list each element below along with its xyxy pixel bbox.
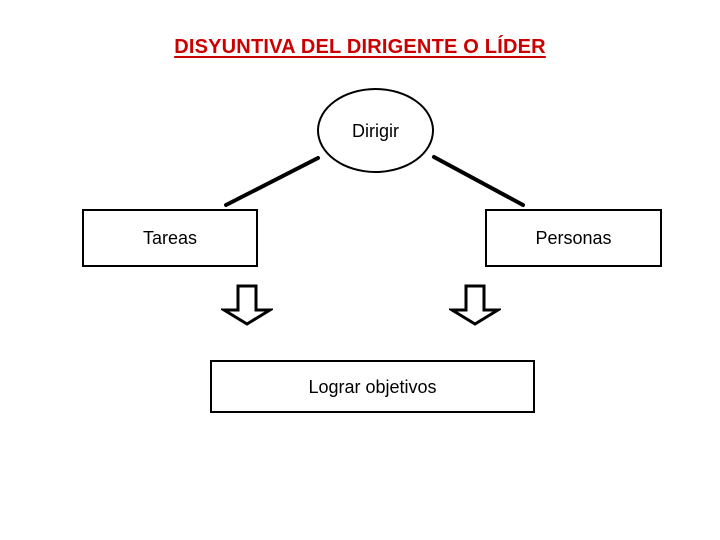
node-dirigir-label: Dirigir bbox=[352, 120, 399, 141]
page-title-text: DISYUNTIVA DEL DIRIGENTE O LÍDER bbox=[174, 36, 546, 58]
node-dirigir[interactable]: Dirigir bbox=[317, 88, 434, 173]
connector-dirigir-to-tareas bbox=[224, 156, 320, 207]
page-title: DISYUNTIVA DEL DIRIGENTE O LÍDER bbox=[0, 36, 720, 59]
node-personas-label: Personas bbox=[535, 228, 612, 248]
connector-dirigir-to-personas bbox=[432, 155, 525, 207]
node-tareas[interactable]: Tareas bbox=[82, 209, 258, 267]
node-tareas-label: Tareas bbox=[142, 228, 198, 248]
node-personas[interactable]: Personas bbox=[485, 209, 662, 267]
down-block-arrow-icon-personas bbox=[449, 284, 501, 326]
node-lograr-objetivos-label: Lograr objetivos bbox=[308, 376, 437, 397]
down-block-arrow-icon-tareas bbox=[221, 284, 273, 326]
node-lograr-objetivos[interactable]: Lograr objetivos bbox=[210, 360, 535, 413]
